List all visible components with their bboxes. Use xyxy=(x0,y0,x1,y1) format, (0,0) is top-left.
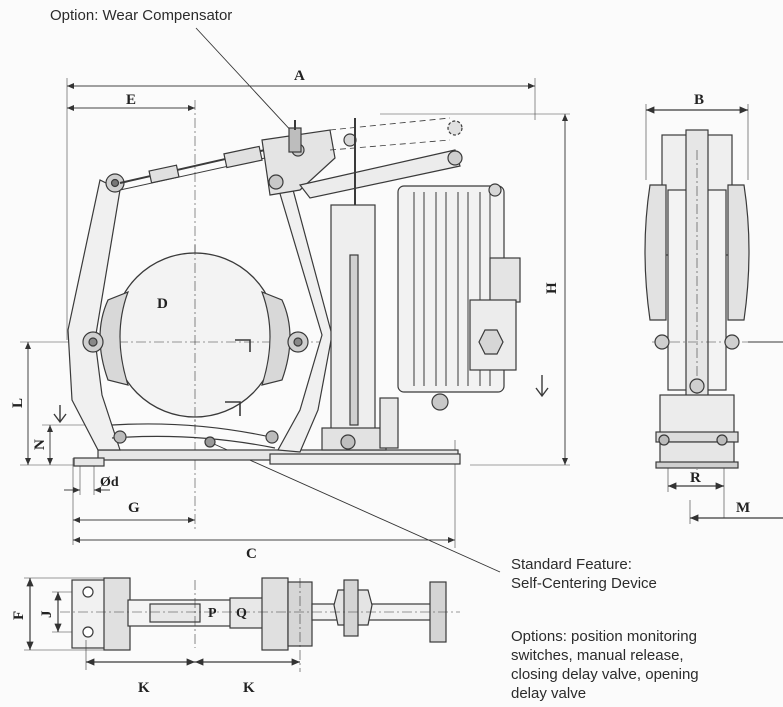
dim-label-d: D xyxy=(157,296,168,312)
dim-label-d-hole: Ød xyxy=(100,475,119,490)
dim-label-h: H xyxy=(544,282,560,294)
self-centering-caption: Self-Centering Device xyxy=(511,575,657,592)
options-caption-line-2: switches, manual release, xyxy=(511,647,684,664)
dim-label-n: N xyxy=(32,439,48,450)
dim-label-q: Q xyxy=(236,606,247,621)
wear-compensator-caption: Option: Wear Compensator xyxy=(50,7,233,24)
standard-feature-caption: Standard Feature: xyxy=(511,556,632,573)
dim-label-g: G xyxy=(128,500,140,516)
dim-label-k-right: K xyxy=(243,680,255,696)
dim-label-p: P xyxy=(208,606,217,621)
dim-label-c: C xyxy=(246,546,257,562)
dim-label-b: B xyxy=(694,92,704,108)
dim-label-m: M xyxy=(736,500,750,516)
dim-label-k-left: K xyxy=(138,680,150,696)
options-caption-line-1: Options: position monitoring xyxy=(511,628,697,645)
dim-label-r: R xyxy=(690,470,701,486)
dim-label-j: J xyxy=(39,610,55,618)
dimension-labels: A E D C G Ød B R M K K P Q H L N F J xyxy=(10,68,750,696)
brake-side-view xyxy=(53,117,549,467)
options-caption-line-3: closing delay valve, opening xyxy=(511,666,699,683)
dim-label-e: E xyxy=(126,92,136,108)
brake-front-view xyxy=(644,104,783,524)
brake-top-view xyxy=(24,577,460,672)
options-caption-line-4: delay valve xyxy=(511,685,587,702)
caption-leaders xyxy=(195,27,501,573)
side-view-dimensions xyxy=(20,78,570,548)
dim-label-a: A xyxy=(294,68,305,84)
dim-label-l: L xyxy=(10,398,26,408)
dim-label-f: F xyxy=(11,611,27,620)
